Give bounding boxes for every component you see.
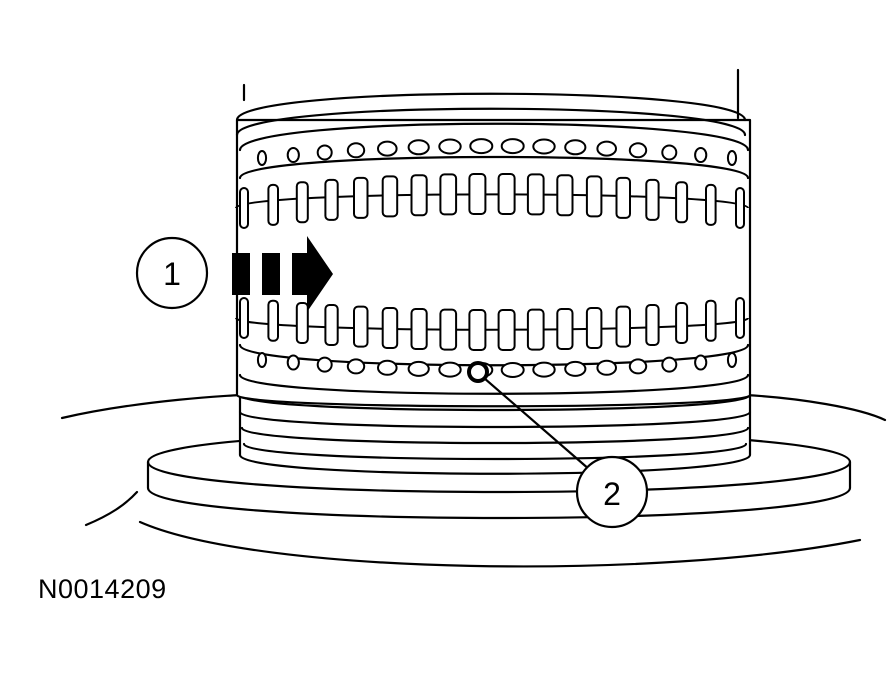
spline-tooth — [239, 187, 249, 229]
spline-tooth — [645, 178, 660, 221]
spline-tooth — [556, 308, 574, 350]
callout-1: 1 — [135, 236, 209, 310]
spline-tooth — [675, 181, 689, 224]
hole — [596, 359, 618, 376]
hole — [628, 142, 648, 159]
upper-hole-row — [256, 138, 738, 166]
spline-tooth — [468, 309, 487, 351]
spline-tooth — [381, 175, 399, 218]
spline-tooth — [295, 302, 309, 344]
direction-arrow-icon — [232, 236, 333, 312]
spline-tooth — [705, 299, 717, 342]
spline-tooth — [381, 307, 399, 349]
spline-tooth — [735, 187, 745, 229]
spline-tooth — [410, 308, 428, 350]
spline-tooth — [497, 173, 516, 215]
hole — [628, 358, 648, 375]
hole — [726, 352, 738, 368]
spline-tooth — [353, 305, 369, 348]
hole — [438, 361, 462, 378]
spline-tooth — [526, 308, 545, 351]
spline-tooth — [410, 174, 428, 217]
spline-tooth — [239, 297, 249, 339]
spline-tooth — [556, 174, 574, 217]
hole — [532, 138, 556, 155]
hole — [256, 352, 268, 368]
spline-tooth — [705, 183, 717, 226]
lower-spline-teeth — [235, 297, 749, 351]
hole — [316, 356, 333, 373]
hole — [500, 138, 525, 155]
hole — [438, 138, 462, 155]
callout-2-label: 2 — [603, 476, 621, 512]
spline-tooth — [324, 178, 339, 221]
hole — [346, 142, 366, 159]
spline-tooth — [675, 302, 689, 344]
hole — [596, 140, 618, 157]
hole — [532, 361, 556, 378]
spline-tooth — [526, 173, 545, 216]
hole — [694, 354, 708, 371]
spline-band — [235, 317, 749, 331]
spline-tooth — [267, 299, 279, 342]
spline-tooth — [497, 309, 516, 351]
hole — [500, 362, 525, 378]
spline-tooth — [267, 183, 279, 226]
hole — [346, 358, 366, 375]
spline-tooth — [645, 304, 660, 346]
figure-id: N0014209 — [38, 574, 167, 604]
spline-tooth — [468, 173, 487, 215]
hole — [286, 147, 300, 163]
spline-tooth — [324, 304, 339, 346]
hole — [407, 139, 430, 156]
spline-tooth — [585, 307, 603, 349]
check-ball-hole — [467, 361, 489, 383]
hole — [661, 144, 678, 161]
spline-tooth — [439, 308, 458, 351]
hole — [286, 354, 300, 371]
spline-tooth — [735, 297, 745, 339]
hole — [564, 139, 587, 156]
upper-spline-teeth — [235, 173, 749, 229]
hole — [377, 140, 398, 157]
spline-tooth — [353, 176, 369, 219]
hole — [726, 150, 738, 166]
hole — [316, 144, 333, 161]
spline-tooth — [295, 181, 309, 224]
drum-body — [235, 68, 752, 408]
hole — [694, 147, 708, 163]
spline-tooth — [615, 176, 631, 219]
spline-band — [235, 193, 749, 209]
hole — [407, 360, 430, 377]
hole — [377, 359, 398, 376]
spline-tooth — [439, 173, 458, 216]
hole — [564, 360, 587, 377]
hub-steps — [238, 393, 752, 475]
spline-tooth — [585, 175, 603, 218]
callout-2: 2 — [483, 377, 649, 529]
spline-tooth — [615, 305, 631, 348]
callout-1-label: 1 — [163, 256, 181, 292]
hole — [469, 138, 494, 155]
hole — [661, 356, 678, 373]
hole — [256, 150, 268, 166]
